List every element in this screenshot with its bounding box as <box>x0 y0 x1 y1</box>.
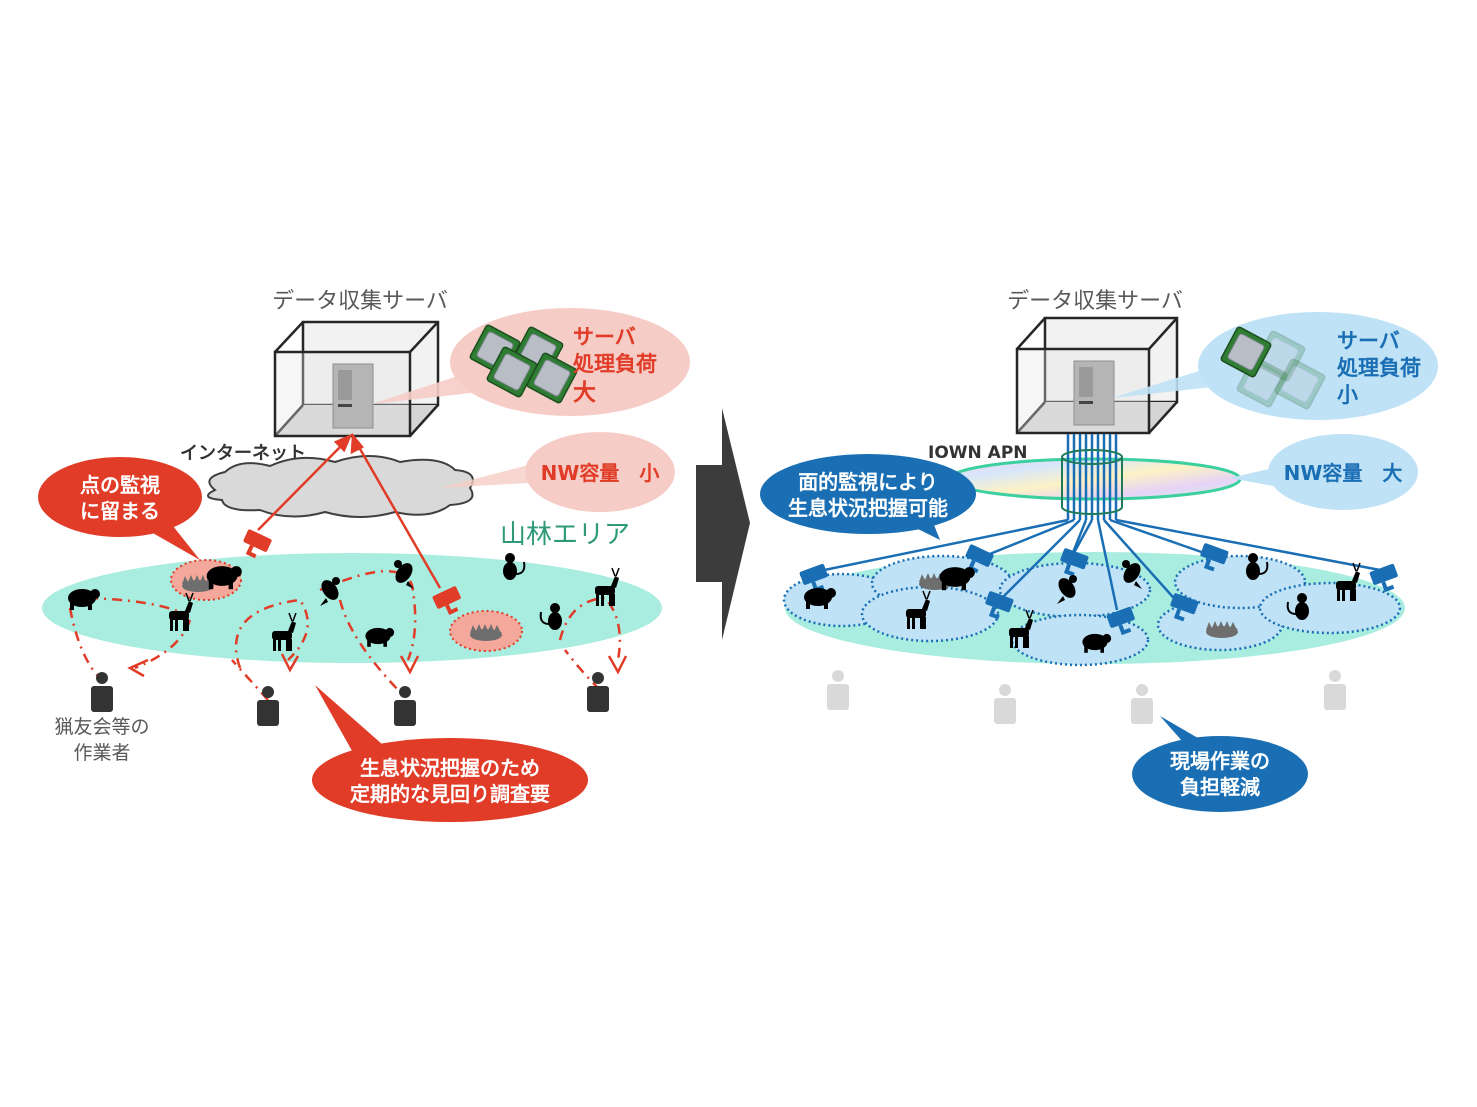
nw-capacity-bubble: NW容量 小 <box>440 432 675 512</box>
workload-note-callout: 現場作業の 負担軽減 <box>1132 716 1308 812</box>
server-load-right-line3: 小 <box>1337 383 1358 407</box>
nw-capacity-bubble-right: NW容量 大 <box>1230 434 1418 510</box>
internet-cloud-icon <box>207 455 474 518</box>
patrol-note-line1: 生息状況把握のため <box>360 756 540 780</box>
server-rack-icon <box>332 363 374 429</box>
nw-capacity-small: NW容量 小 <box>541 461 660 485</box>
internet-label: インターネット <box>180 443 306 464</box>
iown-apn-label: IOWN APN <box>928 443 1028 463</box>
fiber-bundle-ring <box>1061 449 1123 515</box>
worker-icon <box>827 670 849 710</box>
workers-label-line1: 猟友会等の <box>54 716 149 738</box>
upload-arrows <box>257 432 442 589</box>
iown-apn-ring <box>948 457 1242 501</box>
point-monitoring-line2: に留まる <box>80 499 160 523</box>
patrol-note-line2: 定期的な見回り調査要 <box>350 782 550 806</box>
workers-label-line2: 作業者 <box>73 742 130 764</box>
right-arrow-icon <box>696 408 750 640</box>
server-rack-icon <box>1073 360 1115 426</box>
trap-point-2 <box>449 610 523 652</box>
server-load-bubble-right: サーバ 処理負荷 小 <box>1112 312 1438 420</box>
patrol-note-callout: 生息状況把握のため 定期的な見回り調査要 <box>312 685 588 822</box>
server-load-line3: 大 <box>573 380 596 406</box>
server-load-right-line2: 処理負荷 <box>1337 356 1421 380</box>
left-panel: データ収集サーバ サーバ <box>38 289 690 822</box>
worker-icon <box>1324 670 1346 710</box>
worker-icon <box>994 684 1016 724</box>
workers-right <box>827 670 1346 724</box>
left-server-box <box>273 320 440 438</box>
area-monitoring-line1: 面的監視により <box>798 470 938 494</box>
point-monitoring-line1: 点の監視 <box>80 473 160 497</box>
server-load-line2: 処理負荷 <box>573 352 657 376</box>
area-monitoring-callout: 面的監視により 生息状況把握可能 <box>760 454 976 540</box>
point-monitoring-callout: 点の監視 に留まる <box>38 457 202 560</box>
workload-note-line2: 負担軽減 <box>1180 775 1260 799</box>
server-load-right-line1: サーバ <box>1337 329 1400 353</box>
area-monitoring-line2: 生息状況把握可能 <box>788 496 948 520</box>
right-server-title: データ収集サーバ <box>1007 289 1183 314</box>
fiber-bundle <box>799 434 1381 611</box>
worker-icon <box>587 672 609 712</box>
server-load-bubble: サーバ 処理負荷 大 <box>372 308 690 416</box>
trap-point-1 <box>170 559 242 601</box>
forest-area <box>42 553 662 663</box>
patrol-paths <box>68 569 622 701</box>
forest-area-label: 山林エリア <box>500 520 630 550</box>
right-server-box <box>1015 316 1179 435</box>
patrol-arrowheads <box>127 653 628 678</box>
worker-icon <box>1131 684 1153 724</box>
worker-icon <box>257 686 279 726</box>
server-load-line1: サーバ <box>573 325 636 349</box>
worker-icon <box>394 686 416 726</box>
nw-capacity-large: NW容量 大 <box>1284 461 1403 485</box>
left-server-title: データ収集サーバ <box>272 289 448 314</box>
workload-note-line1: 現場作業の <box>1170 749 1270 773</box>
right-panel: データ収集サーバ サーバ 処理負荷 <box>760 289 1438 812</box>
worker-icon <box>91 672 113 712</box>
